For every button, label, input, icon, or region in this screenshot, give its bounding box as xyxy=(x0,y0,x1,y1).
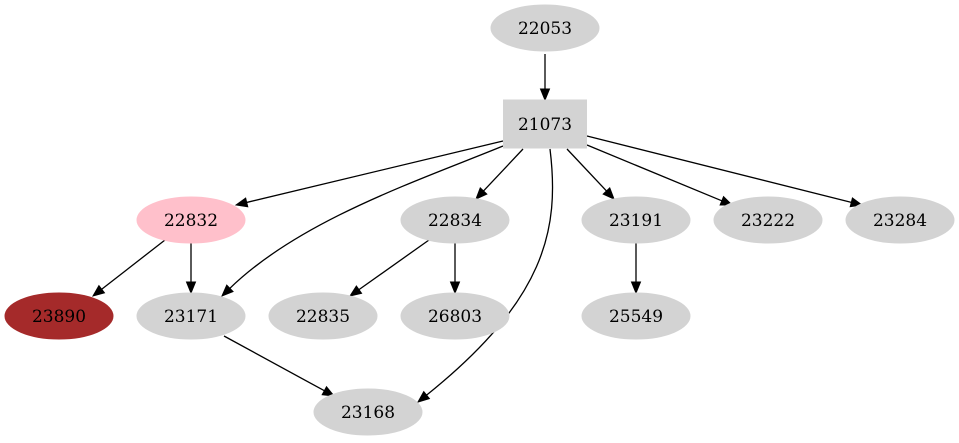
node-23284: 23284 xyxy=(845,196,955,244)
edge-line xyxy=(586,135,852,203)
node-23890: 23890 xyxy=(4,292,114,340)
node-label: 22835 xyxy=(296,307,350,327)
node-label: 22834 xyxy=(428,211,482,231)
arrowhead xyxy=(348,285,363,297)
node-ellipse-shape xyxy=(400,292,510,340)
edge-22053-to-21073 xyxy=(539,54,551,102)
node-ellipse-shape xyxy=(845,196,955,244)
edge-line xyxy=(223,335,325,392)
edge-23171-to-23168 xyxy=(223,335,336,397)
arrowhead xyxy=(475,187,488,200)
node-label: 23284 xyxy=(873,211,927,231)
edge-22834-to-26803 xyxy=(449,243,461,295)
node-23191: 23191 xyxy=(581,196,691,244)
node-ellipse-shape xyxy=(136,292,246,340)
arrowhead xyxy=(449,281,461,295)
node-label: 22053 xyxy=(518,19,572,39)
edge-21073-to-23168 xyxy=(416,148,554,403)
edge-22834-to-22835 xyxy=(348,239,430,297)
node-label: 23222 xyxy=(741,211,795,231)
node-label: 23890 xyxy=(32,307,86,327)
edge-21073-to-23222 xyxy=(586,144,734,206)
arrowhead xyxy=(91,284,106,297)
arrowhead xyxy=(321,385,336,397)
edge-21073-to-22832 xyxy=(234,140,504,208)
node-ellipse-shape xyxy=(268,292,378,340)
node-26803: 26803 xyxy=(400,292,510,340)
arrowhead xyxy=(221,284,234,297)
edge-21073-to-23171 xyxy=(221,145,504,297)
arrowhead xyxy=(602,187,615,200)
edge-21073-to-23191 xyxy=(566,148,615,200)
node-23168: 23168 xyxy=(313,388,423,436)
node-22832: 22832 xyxy=(136,196,246,244)
node-label: 23168 xyxy=(341,403,395,423)
node-ellipse-shape xyxy=(490,4,600,52)
arrowhead xyxy=(539,88,551,102)
node-label: 23191 xyxy=(609,211,663,231)
node-box-shape xyxy=(503,99,587,149)
node-ellipse-shape xyxy=(4,292,114,340)
edge-line xyxy=(101,239,166,290)
node-label: 23171 xyxy=(164,307,218,327)
edge-line xyxy=(426,148,554,396)
node-ellipse-shape xyxy=(400,196,510,244)
node-label: 25549 xyxy=(609,307,663,327)
edge-line xyxy=(586,144,723,202)
node-23222: 23222 xyxy=(713,196,823,244)
node-ellipse-shape xyxy=(713,196,823,244)
node-label: 26803 xyxy=(428,307,482,327)
node-23171: 23171 xyxy=(136,292,246,340)
node-ellipse-shape xyxy=(581,292,691,340)
node-ellipse-shape xyxy=(136,196,246,244)
edge-line xyxy=(483,148,524,192)
arrowhead xyxy=(234,197,249,208)
node-ellipse-shape xyxy=(313,388,423,436)
node-22835: 22835 xyxy=(268,292,378,340)
edge-21073-to-23284 xyxy=(586,135,864,208)
edge-line xyxy=(566,148,607,192)
node-22834: 22834 xyxy=(400,196,510,244)
arrowhead xyxy=(185,281,197,295)
edge-line xyxy=(246,140,504,204)
edge-22832-to-23171 xyxy=(185,243,197,295)
edge-21073-to-22834 xyxy=(475,148,524,200)
edge-line xyxy=(358,239,430,291)
node-label: 21073 xyxy=(518,115,572,135)
node-21073: 21073 xyxy=(503,99,587,149)
edge-line xyxy=(229,145,504,289)
nodes-layer: 22053 21073 22832 22834 23191 23222 23284 23890… xyxy=(4,4,955,436)
node-label: 22832 xyxy=(164,211,218,231)
arrowhead xyxy=(416,390,431,403)
node-22053: 22053 xyxy=(490,4,600,52)
arrowhead xyxy=(630,281,642,295)
edge-22832-to-23890 xyxy=(91,239,166,297)
node-ellipse-shape xyxy=(581,196,691,244)
edge-23191-to-25549 xyxy=(630,243,642,295)
node-25549: 25549 xyxy=(581,292,691,340)
